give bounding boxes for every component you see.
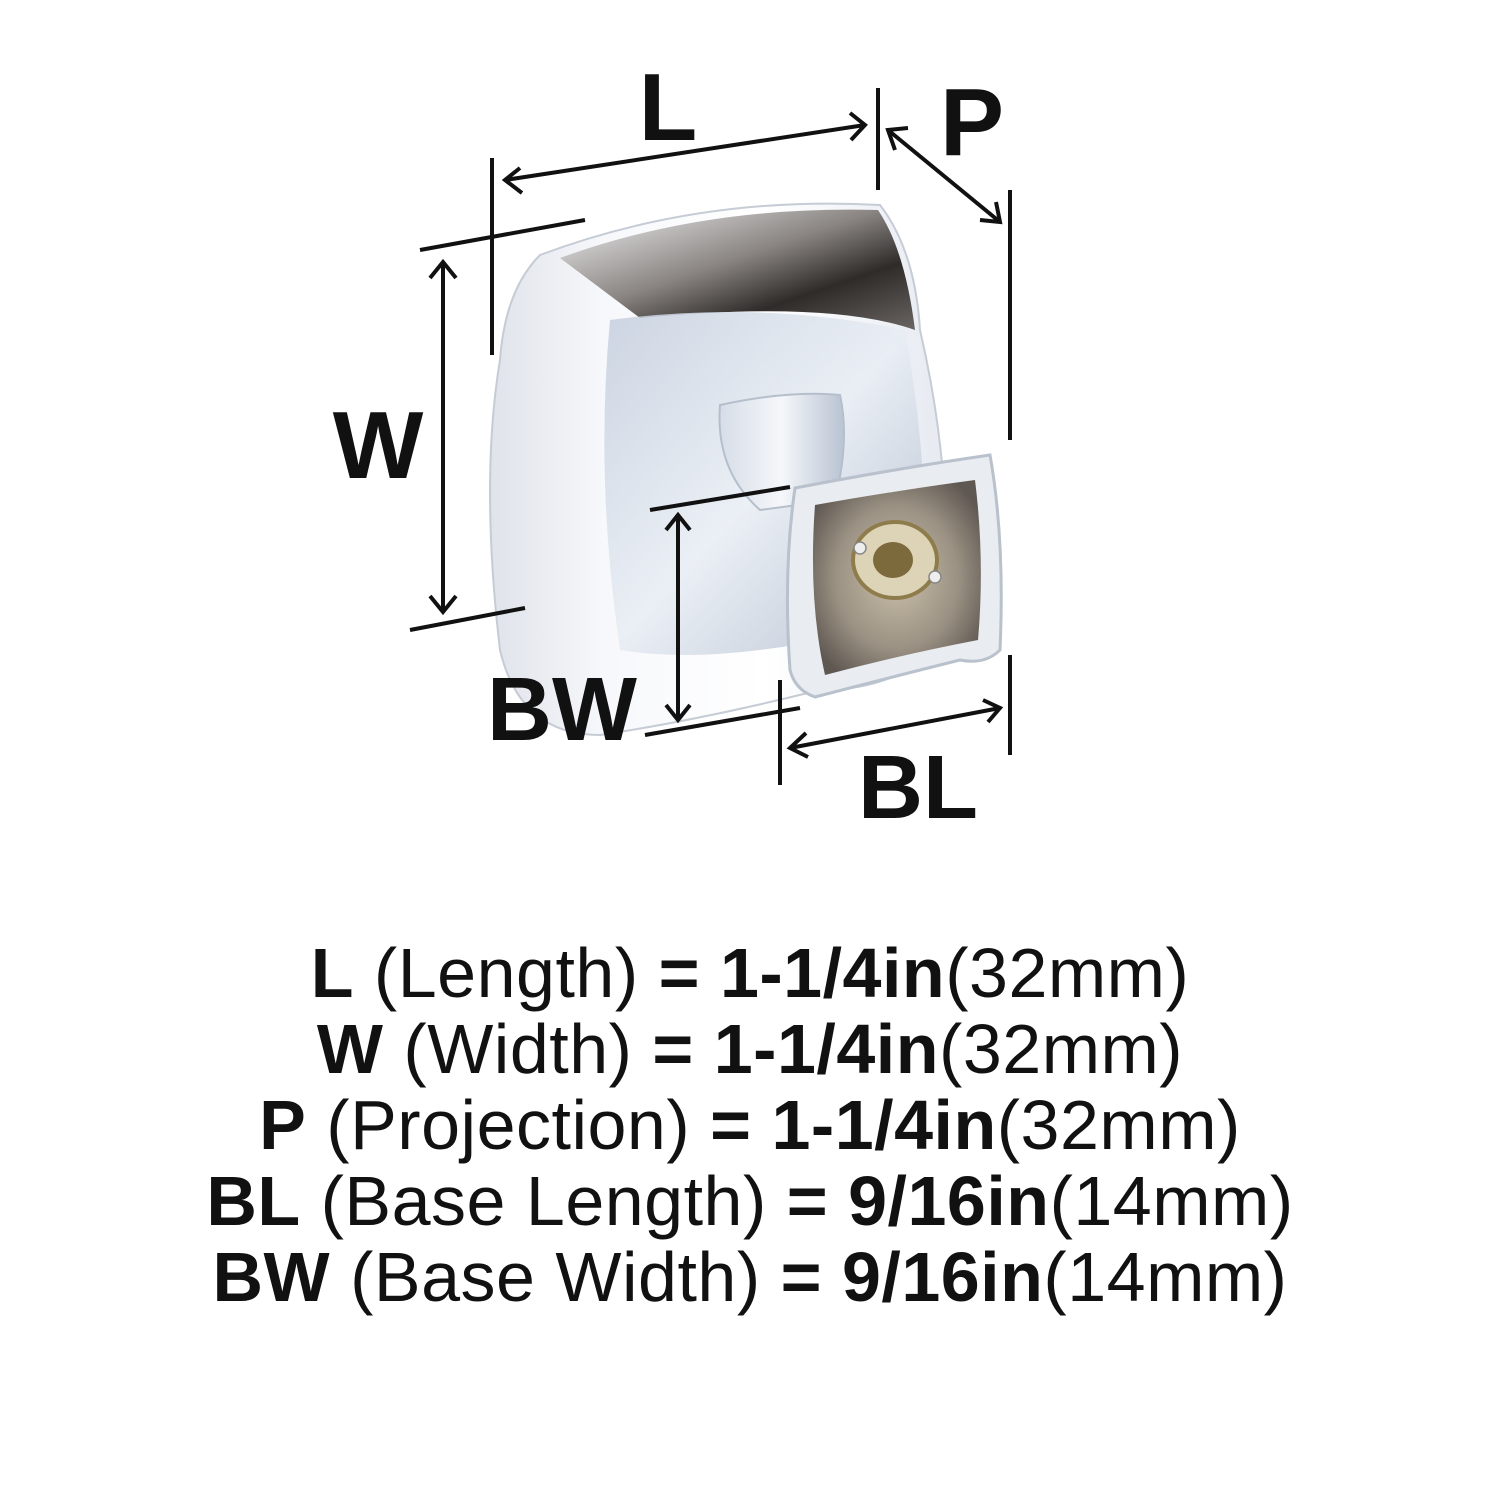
- bw-arrow-top: [664, 511, 692, 532]
- spec-imperial: 9/16in: [841, 1238, 1044, 1316]
- knob-top-bevel: [560, 209, 915, 330]
- spec-imperial: 1-1/4in: [719, 934, 946, 1012]
- spec-row-length: L (Length) = 1-1/4in(32mm): [0, 935, 1500, 1011]
- p-arrow-top: [885, 126, 909, 151]
- l-arrow-right: [848, 111, 868, 142]
- spec-code: BL: [206, 1162, 301, 1240]
- spec-code: L: [310, 934, 354, 1012]
- l-dimension-line: [504, 123, 866, 182]
- knob-dimension-diagram: L P W BW BL: [333, 54, 1012, 838]
- spec-equals: =: [652, 1010, 694, 1088]
- spec-name: (Width): [403, 1010, 633, 1088]
- locating-pin-right: [928, 570, 942, 584]
- bl-arrow-left: [786, 731, 809, 759]
- w-arrow-bottom: [428, 594, 458, 616]
- p-arrow-bottom: [979, 201, 1003, 225]
- locating-pin-left: [853, 541, 867, 555]
- spec-metric: (32mm): [945, 934, 1190, 1012]
- spec-code: P: [259, 1086, 307, 1164]
- spec-code: W: [316, 1010, 384, 1088]
- label-w: W: [333, 392, 424, 499]
- spec-equals: =: [780, 1238, 822, 1316]
- bw-extension-top: [649, 485, 791, 512]
- bl-dimension-line: [789, 706, 1001, 750]
- spec-name: (Base Length): [320, 1162, 767, 1240]
- spec-name: (Base Width): [350, 1238, 761, 1316]
- label-bw: BW: [487, 660, 637, 760]
- dimension-specs: L (Length) = 1-1/4in(32mm) W (Width) = 1…: [0, 935, 1500, 1315]
- spec-row-projection: P (Projection) = 1-1/4in(32mm): [0, 1087, 1500, 1163]
- spec-equals: =: [710, 1086, 752, 1164]
- threaded-hole: [873, 542, 913, 578]
- spec-imperial: 1-1/4in: [771, 1086, 997, 1164]
- bl-arrow-right: [982, 698, 1004, 724]
- knob-stem: [718, 392, 845, 512]
- spec-name: (Length): [373, 934, 639, 1012]
- dimension-lines: [409, 88, 1012, 785]
- spec-imperial: 9/16in: [848, 1162, 1050, 1240]
- w-extension-top: [419, 218, 586, 252]
- spec-row-base-length: BL (Base Length) = 9/16in(14mm): [0, 1163, 1500, 1239]
- spec-name: (Projection): [326, 1086, 691, 1164]
- bw-extension-bottom: [644, 706, 801, 737]
- w-extension-bottom: [409, 606, 526, 632]
- l-arrow-left: [501, 166, 524, 195]
- spec-metric: (32mm): [996, 1086, 1241, 1164]
- spec-equals: =: [658, 934, 700, 1012]
- spec-row-width: W (Width) = 1-1/4in(32mm): [0, 1011, 1500, 1087]
- spec-imperial: 1-1/4in: [713, 1010, 940, 1088]
- label-bl: BL: [858, 738, 978, 838]
- label-l: L: [639, 54, 698, 161]
- label-p: P: [940, 69, 1004, 176]
- bw-arrow-bottom: [664, 703, 692, 724]
- w-arrow-top: [428, 258, 458, 280]
- spec-metric: (32mm): [939, 1010, 1184, 1088]
- spec-metric: (14mm): [1049, 1162, 1294, 1240]
- spec-equals: =: [786, 1162, 829, 1240]
- p-dimension-line: [886, 128, 1002, 224]
- spec-metric: (14mm): [1043, 1238, 1288, 1316]
- spec-code: BW: [212, 1238, 331, 1316]
- spec-row-base-width: BW (Base Width) = 9/16in(14mm): [0, 1239, 1500, 1315]
- knob-illustration: [489, 202, 1003, 737]
